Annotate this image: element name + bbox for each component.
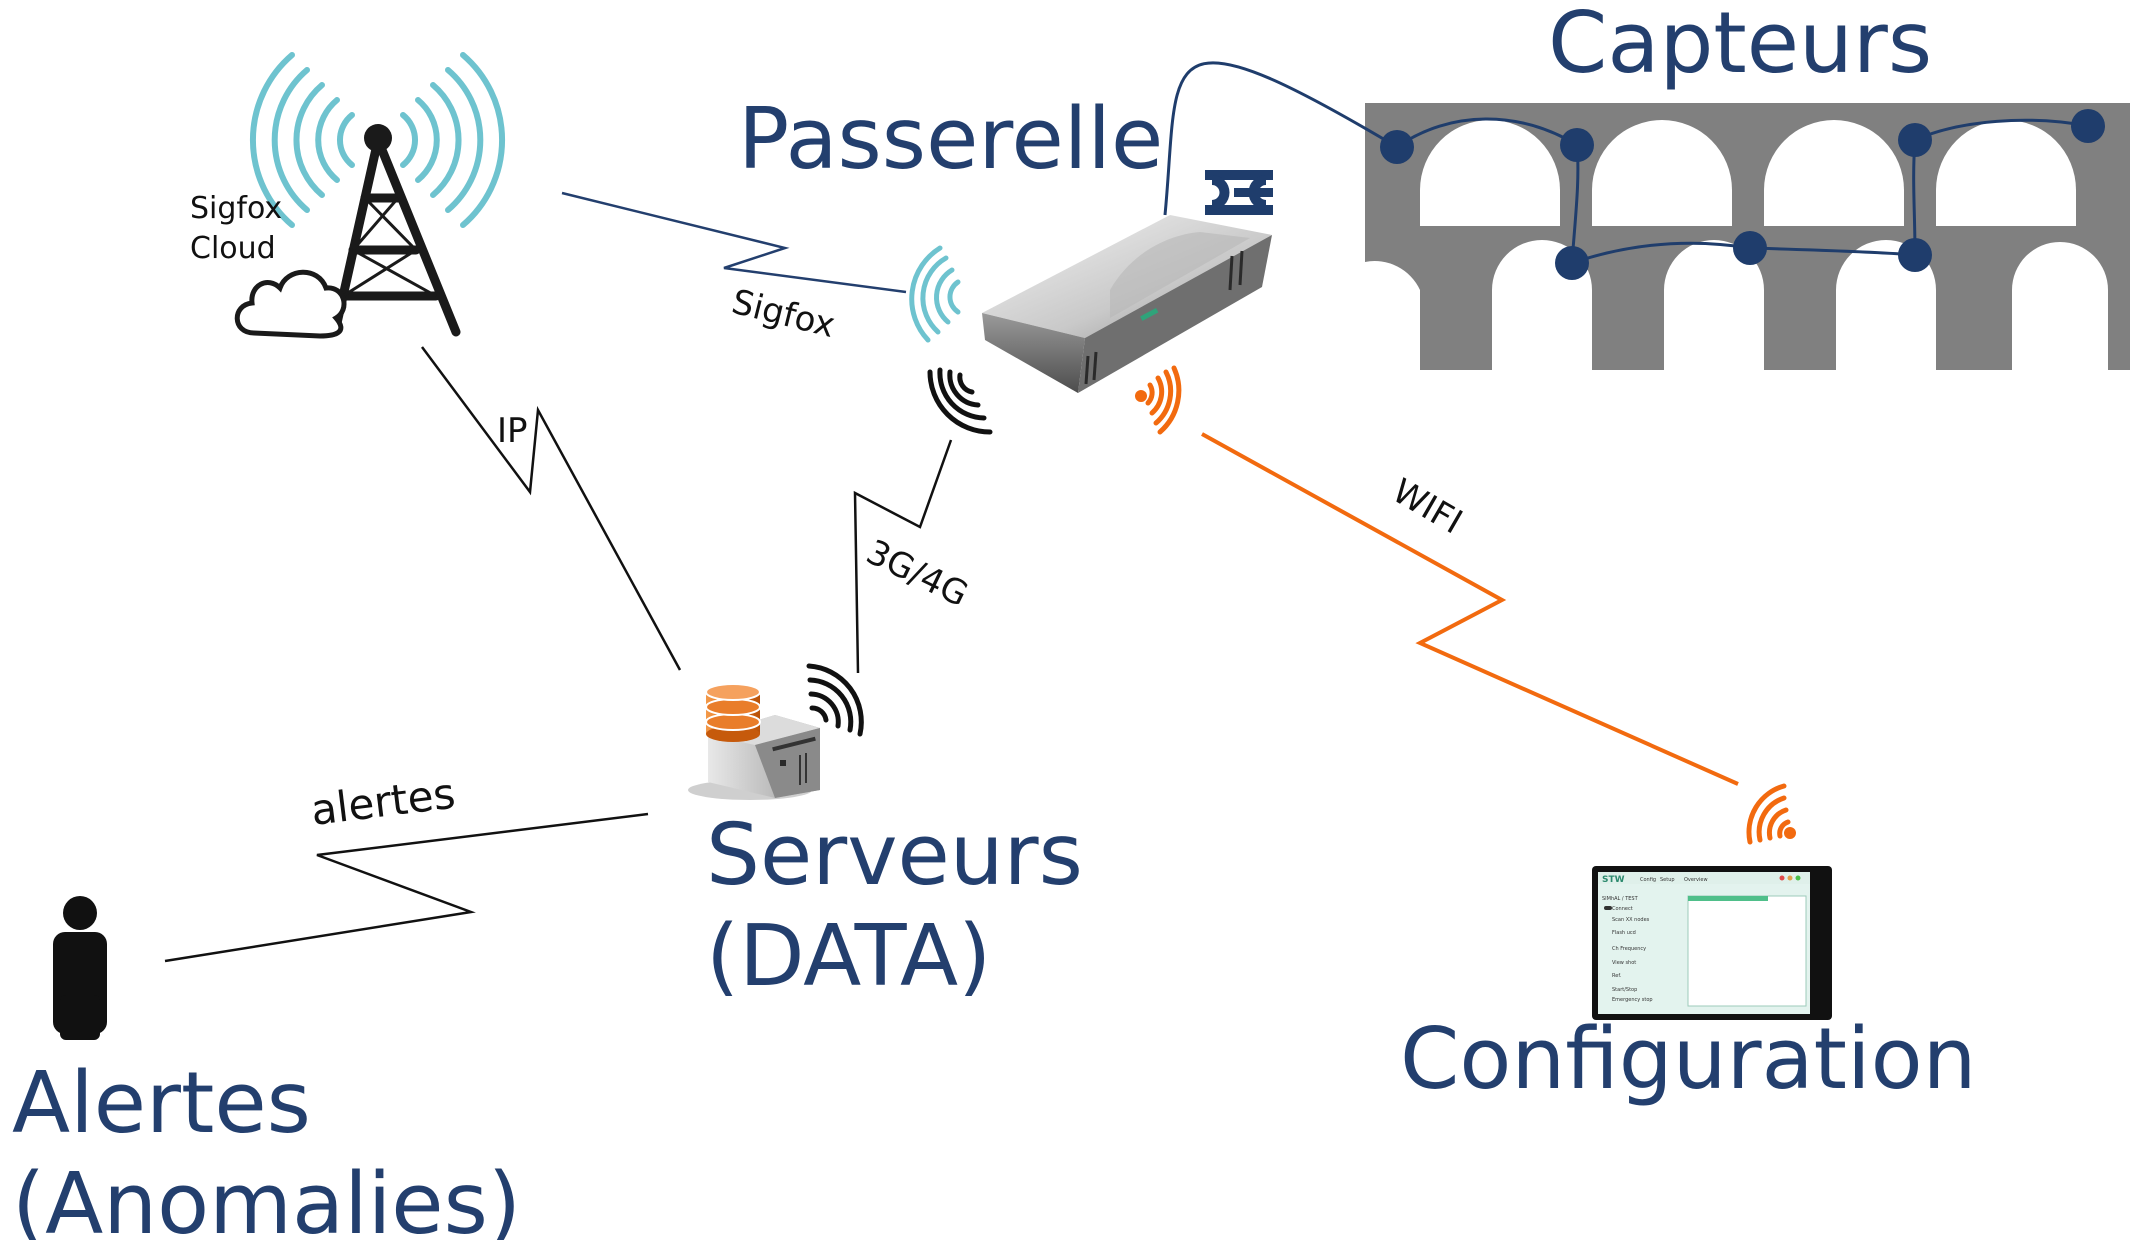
ip-link xyxy=(420,346,682,671)
cloud-icon xyxy=(234,269,347,339)
cellular-signal-icon xyxy=(927,367,993,435)
sigfox-signal-icon xyxy=(909,245,961,343)
passerelle-label: Passerelle xyxy=(738,90,1163,189)
sigfox-link-label: Sigfox xyxy=(728,282,839,346)
tablet-icon: STW Config Setup Overview SIMhAL / TEST … xyxy=(1592,866,1832,1020)
sigfox-cloud-label-line1: Sigfox xyxy=(190,191,282,226)
sensor-node xyxy=(1898,238,1932,272)
sigfox-cloud-label-line2: Cloud xyxy=(190,231,276,266)
tablet-menu-setup: Setup xyxy=(1660,877,1675,883)
gateway-logo-icon xyxy=(1205,170,1273,215)
wifi-link xyxy=(1201,432,1739,786)
tablet-item: View shot xyxy=(1612,960,1636,966)
tablet-wifi-signal-icon xyxy=(1746,783,1796,845)
ip-link-label: IP xyxy=(497,411,528,451)
alertes-link-label: alertes xyxy=(308,769,458,835)
tablet-brand: STW xyxy=(1602,875,1625,885)
tablet-item: Connect xyxy=(1612,906,1633,912)
serveurs-label-line1: Serveurs xyxy=(706,806,1083,905)
tablet-item: Scan XX nodes xyxy=(1612,917,1650,923)
sensor-node xyxy=(1898,123,1932,157)
antenna-tower-icon xyxy=(249,52,506,337)
alertes-label-line2: (Anomalies) xyxy=(12,1155,521,1240)
tablet-item: Ch Frequency xyxy=(1612,946,1646,952)
sensor-node xyxy=(1380,130,1414,164)
alertes-link xyxy=(164,812,649,963)
sensor-node xyxy=(2071,109,2105,143)
sensor-nodes xyxy=(1380,109,2105,280)
3g4g-link-label: 3G/4G xyxy=(860,532,974,615)
sigfox-link xyxy=(561,191,907,294)
tablet-item: Ref. xyxy=(1612,973,1622,979)
tablet-menu-overview: Overview xyxy=(1684,877,1708,883)
alertes-label-line1: Alertes xyxy=(12,1054,311,1153)
sensor-node xyxy=(1733,231,1767,265)
sensor-node xyxy=(1555,246,1589,280)
3g4g-link xyxy=(853,439,953,674)
tablet-menu-config: Config xyxy=(1640,877,1656,883)
server-signal-icon xyxy=(806,663,864,737)
person-icon xyxy=(53,896,107,1040)
wifi-signal-icon xyxy=(1135,365,1182,435)
gateway-device-icon xyxy=(982,215,1272,393)
database-icon xyxy=(705,683,761,742)
tablet-item: Flash ucd xyxy=(1612,930,1636,936)
tablet-panel-title: SIMhAL / TEST xyxy=(1602,896,1639,902)
capteurs-label: Capteurs xyxy=(1548,0,1932,93)
tablet-item: Start/Stop xyxy=(1612,987,1637,993)
wifi-link-label: WIFI xyxy=(1386,471,1469,542)
tablet-item: Emergency stop xyxy=(1612,997,1653,1003)
configuration-label: Configuration xyxy=(1400,1010,1976,1109)
sensor-node xyxy=(1560,128,1594,162)
serveurs-label-line2: (DATA) xyxy=(706,907,991,1006)
